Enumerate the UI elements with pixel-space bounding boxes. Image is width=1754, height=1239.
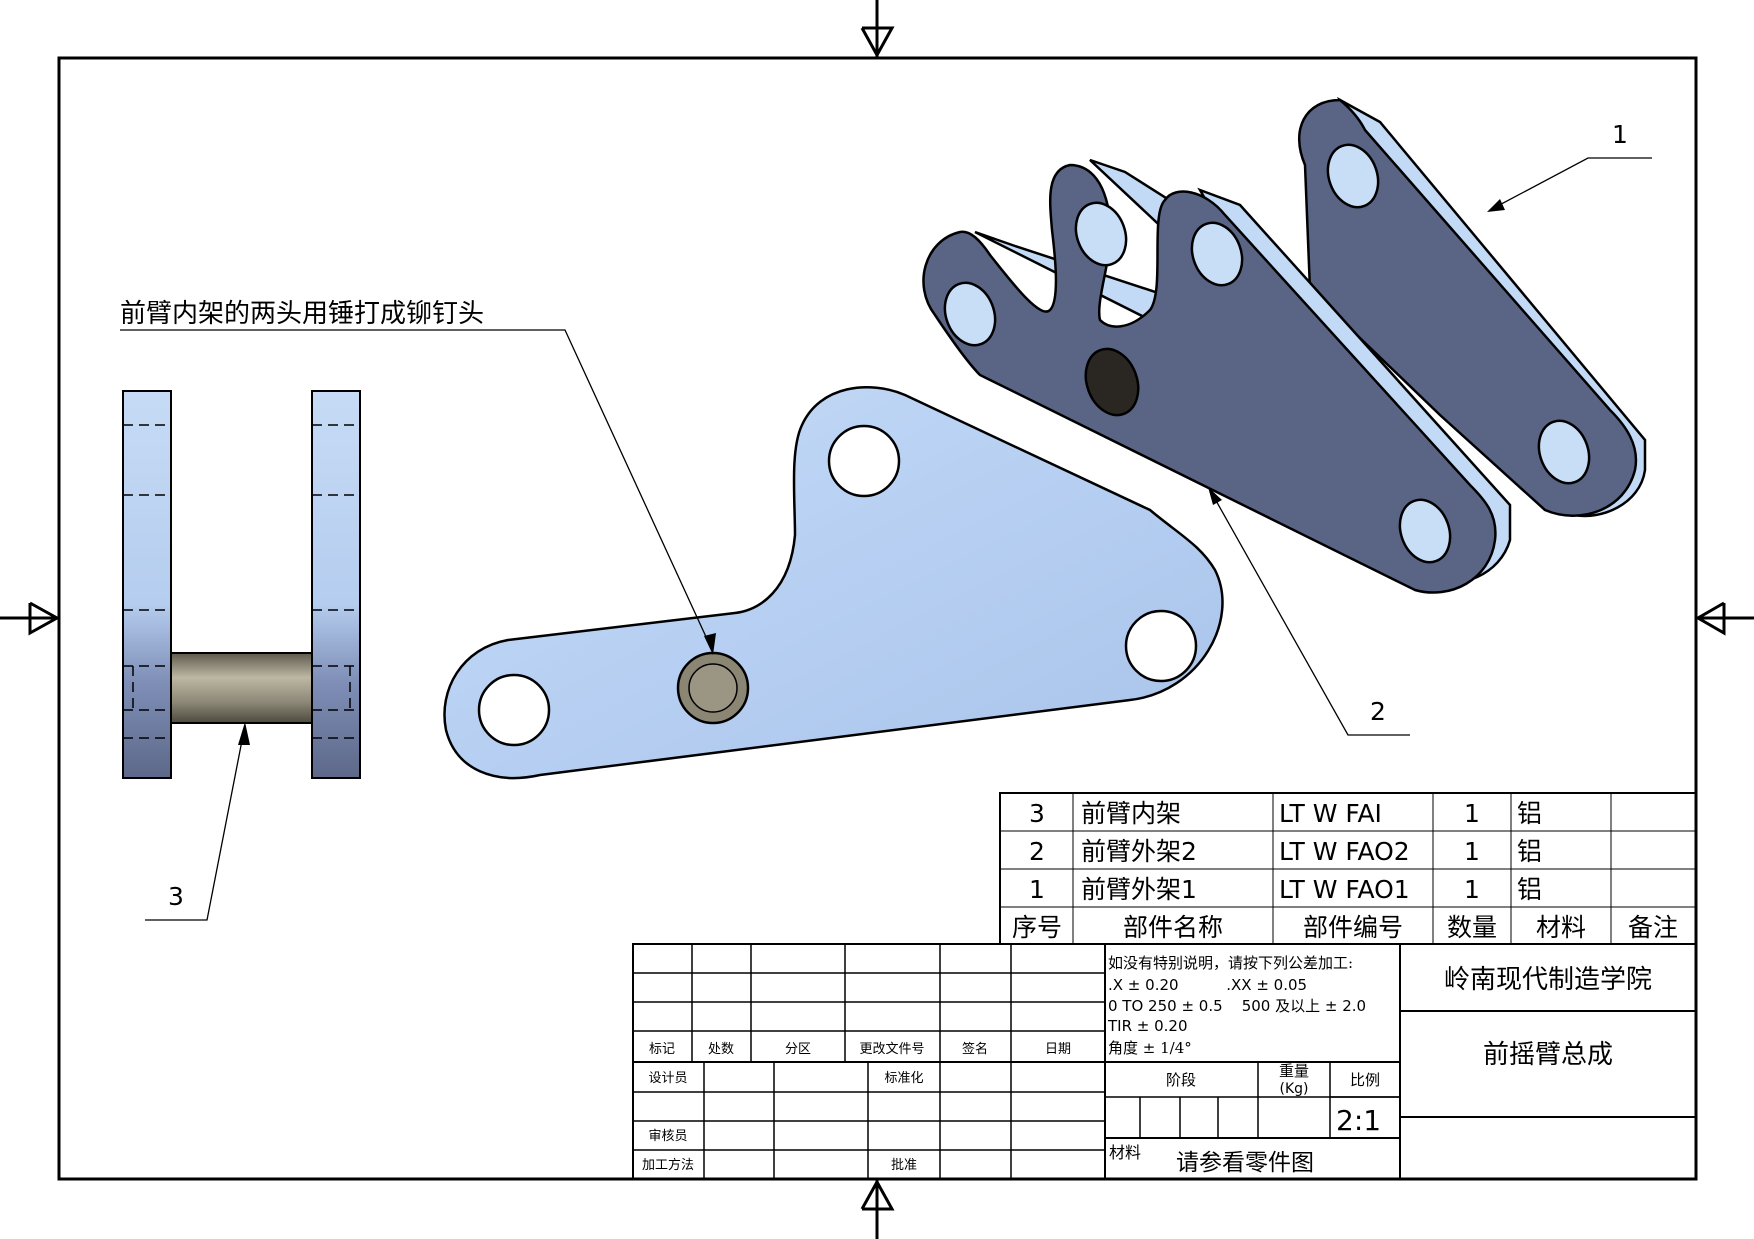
balloon-1: 1: [1612, 120, 1628, 149]
stage-label: 阶段: [1166, 1071, 1196, 1089]
tolerance-line-2: .X ± 0.20 .XX ± 0.05: [1108, 976, 1307, 994]
bom-header-code: 部件编号: [1303, 913, 1403, 942]
bom-header-name: 部件名称: [1123, 913, 1223, 942]
label-standard: 标准化: [884, 1071, 923, 1086]
front-plate-view: [443, 385, 1224, 780]
material-value: 请参看零件图: [1176, 1150, 1314, 1176]
bom-row3-qty: 1: [1464, 799, 1480, 828]
tolerance-line-1: 如没有特别说明，请按下列公差加工:: [1108, 954, 1353, 972]
bom-row1-no: 1: [1029, 875, 1045, 904]
balloon-2: 2: [1370, 697, 1386, 726]
rev-label-date: 日期: [1045, 1042, 1071, 1057]
rev-label-sign: 签名: [962, 1041, 988, 1057]
bom-header-no: 序号: [1012, 913, 1062, 942]
leader-arrows: [238, 199, 1505, 745]
bom-row3-code: LT W FAI: [1279, 799, 1382, 828]
title-block: [632, 943, 1697, 1180]
tolerance-line-4: TIR ± 0.20: [1107, 1017, 1188, 1035]
rev-label-doc: 更改文件号: [859, 1042, 924, 1057]
rev-label-count: 处数: [708, 1042, 734, 1057]
label-approve: 批准: [891, 1158, 917, 1173]
bom-row3-no: 3: [1029, 799, 1045, 828]
bom-row2-name: 前臂外架2: [1081, 837, 1197, 866]
balloon-3: 3: [168, 882, 184, 911]
rev-label-zone: 分区: [785, 1042, 811, 1057]
bom-row1-name: 前臂外架1: [1081, 875, 1197, 904]
scale-label: 比例: [1350, 1071, 1380, 1089]
bom-header-mat: 材料: [1536, 913, 1586, 942]
bom-row2-qty: 1: [1464, 837, 1480, 866]
bom-row3-name: 前臂内架: [1081, 799, 1181, 828]
bom-header-note: 备注: [1628, 913, 1678, 942]
tolerance-line-5: 角度 ± 1/4°: [1108, 1039, 1192, 1057]
tolerance-line-3: 0 TO 250 ± 0.5 500 及以上 ± 2.0: [1108, 997, 1366, 1015]
bom-row1-qty: 1: [1464, 875, 1480, 904]
material-label: 材料: [1109, 1143, 1141, 1162]
annotation-text: 前臂内架的两头用锤打成铆钉头: [120, 299, 484, 329]
outer-frame-isometric-view: [922, 96, 1647, 594]
role-method: 加工方法: [642, 1157, 694, 1173]
weight-unit: (Kg): [1280, 1081, 1309, 1097]
weight-label: 重量: [1279, 1062, 1309, 1080]
company-name: 岭南现代制造学院: [1444, 965, 1652, 995]
bom-row3-mat: 铝: [1517, 799, 1542, 828]
scale-value: 2:1: [1336, 1104, 1381, 1137]
bom-row1-code: LT W FAO1: [1279, 875, 1410, 904]
drawing-title: 前摇臂总成: [1483, 1040, 1613, 1070]
bom-row2-code: LT W FAO2: [1279, 837, 1410, 866]
bom-row2-no: 2: [1029, 837, 1045, 866]
inner-frame-side-view: [122, 390, 361, 779]
role-designer: 设计员: [648, 1071, 687, 1086]
rev-label-mark: 标记: [649, 1042, 675, 1057]
bom-row1-mat: 铝: [1517, 875, 1542, 904]
bom-row2-mat: 铝: [1517, 837, 1542, 866]
role-reviewer: 审核员: [648, 1129, 687, 1144]
leader-lines: [120, 157, 1652, 921]
bom-header-qty: 数量: [1447, 913, 1497, 942]
